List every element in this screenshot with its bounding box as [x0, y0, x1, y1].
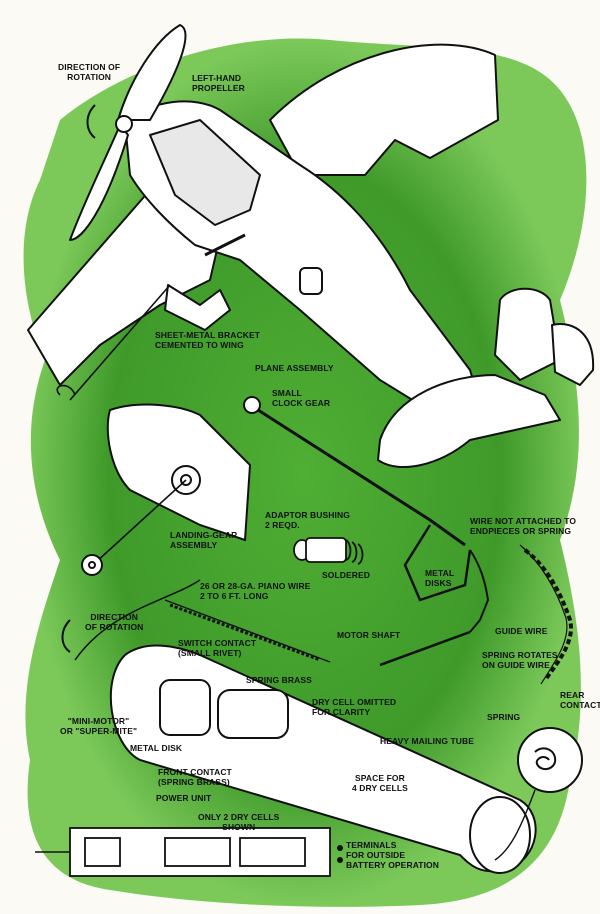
- piano-wire: [74, 579, 201, 661]
- label-power-unit: POWER UNIT: [156, 793, 212, 803]
- label-sheet-metal-bracket: SHEET-METAL BRACKET CEMENTED TO WING: [155, 330, 261, 350]
- label-wire-not-attached: WIRE NOT ATTACHED TO ENDPIECES OR SPRING: [470, 516, 577, 536]
- label-motor-shaft: MOTOR SHAFT: [337, 630, 401, 640]
- label-terminals: TERMINALS FOR OUTSIDE BATTERY OPERATION: [346, 840, 440, 870]
- label-direction-of-rotation-top: DIRECTION OF ROTATION: [58, 62, 121, 82]
- power-unit-drawing: [109, 644, 583, 874]
- clock-gear: [243, 396, 261, 414]
- rear-contact-disk: [517, 727, 583, 793]
- label-dry-cell-omitted: DRY CELL OMITTED FOR CLARITY: [312, 697, 397, 717]
- label-landing-gear-assembly: LANDING-GEAR ASSEMBLY: [170, 530, 238, 550]
- long-shaft: [257, 408, 466, 547]
- propeller-blade-lower: [69, 124, 129, 241]
- motor-shaft-spring: [169, 603, 321, 662]
- label-plane-assembly: PLANE ASSEMBLY: [255, 363, 334, 373]
- label-mini-motor: "MINI-MOTOR" OR "SUPER-MITE": [60, 716, 138, 736]
- terminal-a: [337, 845, 343, 851]
- shaft-in-fuselage: [204, 233, 246, 257]
- label-rear-contact: REAR CONTACT: [560, 690, 600, 710]
- rear-spring-coil: [534, 747, 557, 770]
- crank-wire: [403, 524, 472, 602]
- shaft-assembly: [243, 396, 490, 667]
- guide-wire-line: [519, 544, 568, 685]
- label-metal-disks: METAL DISKS: [425, 568, 455, 588]
- label-adaptor-bushing: ADAPTOR BUSHING 2 REQD.: [265, 510, 350, 530]
- label-space-for-cells: SPACE FOR 4 DRY CELLS: [352, 773, 408, 793]
- label-only-2-dry-cells: ONLY 2 DRY CELLS SHOWN: [198, 812, 280, 832]
- bushing-coil: [345, 539, 364, 565]
- label-direction-of-rotation-mid: DIRECTION OF ROTATION: [85, 612, 144, 632]
- dry-cell: [217, 689, 289, 739]
- label-front-contact: FRONT CONTACT (SPRING BRASS): [158, 767, 232, 787]
- tail-fin: [494, 287, 561, 381]
- label-spring-brass: SPRING BRASS: [246, 675, 312, 685]
- shaft-spring: [469, 549, 490, 633]
- motor-housing: [159, 679, 211, 736]
- wing-nut: [299, 267, 323, 295]
- label-left-hand-propeller: LEFT-HAND PROPELLER: [192, 73, 245, 93]
- landing-gear-wire: [56, 284, 171, 401]
- gear-axle-wire: [94, 479, 187, 564]
- rudder: [551, 323, 595, 386]
- gear-washer-hole: [88, 561, 96, 569]
- adaptor-bushing-drawing: [293, 537, 364, 565]
- schematic-cell-1: [164, 837, 231, 867]
- power-unit-schematic: [69, 827, 331, 877]
- motor-shaft-rod: [164, 599, 331, 663]
- propeller-blade-upper: [117, 24, 187, 121]
- label-guide-wire: GUIDE WIRE: [495, 626, 548, 636]
- label-switch-contact: SWITCH CONTACT (SMALL RIVET): [178, 638, 257, 658]
- label-spring-rotates: SPRING ROTATES ON GUIDE WIRE: [482, 650, 558, 670]
- label-small-clock-gear: SMALL CLOCK GEAR: [272, 388, 331, 408]
- guide-spring: [523, 548, 573, 682]
- rear-contact-wire: [494, 789, 536, 861]
- fuselage-cutaway: [149, 119, 261, 226]
- schematic-motor: [84, 837, 121, 867]
- label-soldered: SOLDERED: [322, 570, 371, 580]
- label-metal-disk: METAL DISK: [130, 743, 183, 753]
- propeller-hub: [115, 115, 133, 133]
- plane-assembly-drawing: [27, 24, 595, 468]
- right-wing: [269, 43, 499, 176]
- bushing-body: [305, 537, 347, 563]
- horizontal-stabilizer: [377, 374, 561, 468]
- lower-shaft: [379, 630, 471, 667]
- rotation-arrow-mid: [61, 619, 71, 653]
- schematic-cell-2: [239, 837, 306, 867]
- tube-end: [469, 796, 531, 874]
- label-heavy-mailing-tube: HEAVY MAILING TUBE: [380, 736, 475, 746]
- terminal-b: [337, 857, 343, 863]
- landing-gear-assembly-drawing: [81, 403, 252, 576]
- label-piano-wire: 26 OR 28-GA. PIANO WIRE 2 TO 6 FT. LONG: [200, 581, 311, 601]
- rotation-arrow-top: [86, 104, 96, 139]
- landing-gear-leg: [164, 284, 231, 331]
- label-spring: SPRING: [487, 712, 521, 722]
